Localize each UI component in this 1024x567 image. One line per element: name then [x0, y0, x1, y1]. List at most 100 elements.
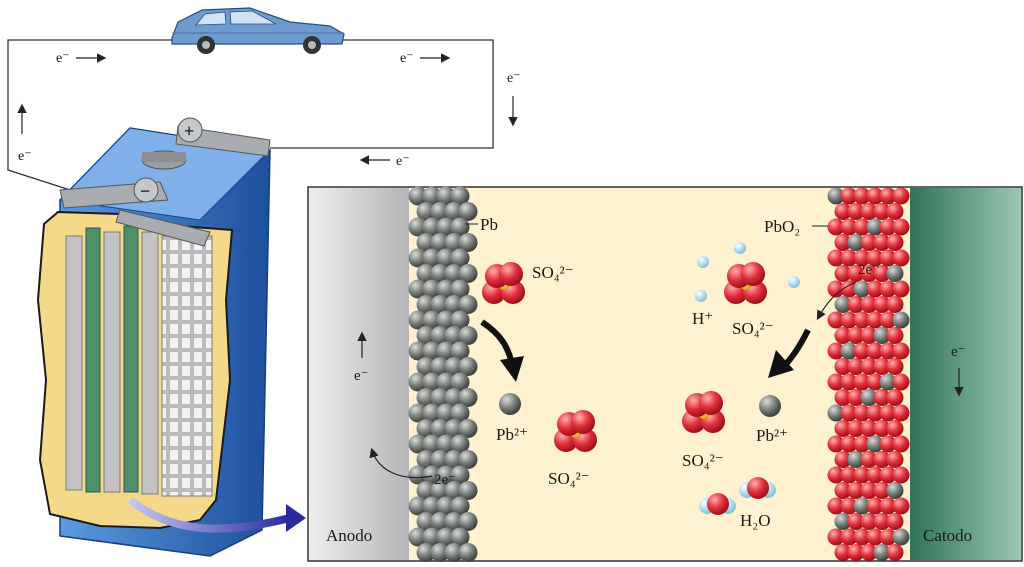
lead-atom [436, 341, 456, 361]
lead-atom [422, 527, 442, 547]
oxygen-atom [853, 342, 871, 360]
hydrogen-ion [697, 256, 709, 268]
oxygen-atom [873, 234, 891, 251]
oxygen-atom [853, 435, 871, 453]
oxygen-atom [571, 410, 595, 434]
oxygen-atom [860, 296, 878, 313]
oxygen-atom [892, 373, 910, 391]
lead-atom [436, 310, 456, 330]
oxygen-atom [499, 262, 523, 286]
lead-atom [444, 512, 464, 531]
lead-atom [430, 450, 450, 469]
lead-atom [450, 186, 470, 206]
curved-arrow-icon [816, 281, 857, 321]
lead-atom [458, 326, 478, 345]
oxygen-atom [879, 528, 897, 546]
lead-atom [444, 326, 464, 345]
lead-atom [436, 279, 456, 299]
oxygen-atom [886, 451, 904, 468]
oxygen-atom [853, 218, 871, 236]
lead-atom [416, 543, 436, 562]
oxygen-atom [879, 218, 897, 236]
lead-atom [416, 295, 436, 314]
oxygen-atom [892, 342, 910, 360]
lead-atom [422, 372, 442, 392]
oxygen-atom [879, 435, 897, 453]
oxygen-atom [866, 404, 884, 422]
lead-atom [408, 496, 428, 516]
lead-atom [458, 543, 478, 562]
oxygen-atom [847, 327, 865, 344]
lead-atom [430, 233, 450, 252]
oxygen-atom [873, 451, 891, 468]
lead-atom [408, 279, 428, 299]
lead-atom [416, 512, 436, 531]
zoom-arrow-head [286, 504, 306, 532]
cathode-label: Catodo [923, 526, 972, 545]
oxygen-atom [834, 234, 852, 251]
lead-atom [458, 357, 478, 376]
oxygen-atom [866, 311, 884, 329]
oxygen-atom [873, 265, 891, 282]
oxygen-atom [879, 466, 897, 484]
lead-atom [444, 264, 464, 283]
lead-atom [444, 233, 464, 252]
lead-atom [422, 496, 442, 516]
oxygen-atom [860, 203, 878, 220]
oxygen-atom [847, 513, 865, 530]
oxygen-atom [879, 187, 897, 205]
lead-atom [408, 372, 428, 392]
pb-label: Pb [480, 215, 498, 234]
oxygen-atom [853, 249, 871, 267]
oxygen-atom [847, 482, 865, 499]
anode-label: Anodo [326, 526, 372, 545]
oxygen-atom [840, 218, 858, 236]
oxygen-atom [853, 466, 871, 484]
positive-terminal-symbol: + [184, 121, 194, 141]
lead-atom [416, 357, 436, 376]
lead-atom [436, 372, 456, 392]
oxygen-atom [873, 420, 891, 437]
anode-plate [309, 188, 409, 560]
cathode-2e-label: 2e⁻ [858, 262, 880, 278]
oxygen-atom [866, 466, 884, 484]
oxygen-atom [873, 203, 891, 220]
lead-atom [430, 326, 450, 345]
pbo2-label: PbO₂ [764, 217, 800, 236]
lead-atom [430, 295, 450, 314]
lead-atom [886, 482, 904, 499]
cathode-plate [910, 188, 1021, 560]
lead-atom [422, 248, 442, 268]
lead-atom [422, 186, 442, 206]
circuit-electron-label-4: e⁻ [396, 154, 410, 169]
lead-atom [422, 434, 442, 454]
oxygen-atom [866, 528, 884, 546]
oxygen-atom [886, 389, 904, 406]
lead-atom [450, 248, 470, 268]
cell-detail-panel: Anodo Catodo Pb PbO₂ e⁻ 2e⁻ e⁻ 2e⁻ SO₄²⁻… [307, 186, 1023, 562]
oxygen-atom [886, 296, 904, 313]
left-lead-ion-label: Pb²⁺ [496, 425, 528, 444]
right-sulfate-top-label: SO₄²⁻ [732, 319, 774, 338]
oxygen-atom [834, 327, 852, 344]
lead-sphere-layer [408, 186, 478, 562]
lead-atom [422, 217, 442, 237]
lead-atom [450, 341, 470, 361]
lead-atom [422, 403, 442, 423]
oxygen-atom [873, 482, 891, 499]
lead-atom [450, 403, 470, 423]
lead-atom [430, 543, 450, 562]
lead-atom [444, 481, 464, 500]
lead-dioxide-layer [827, 187, 910, 561]
oxygen-atom [873, 513, 891, 530]
oxygen-atom [892, 280, 910, 298]
lead-atom [873, 327, 891, 344]
oxygen-atom [860, 358, 878, 375]
lead-atom [408, 434, 428, 454]
oxygen-atom [879, 311, 897, 329]
lead-atom [408, 527, 428, 547]
oxygen-atom [827, 528, 845, 546]
oxygen-atom [741, 262, 765, 286]
oxygen-atom [866, 342, 884, 360]
